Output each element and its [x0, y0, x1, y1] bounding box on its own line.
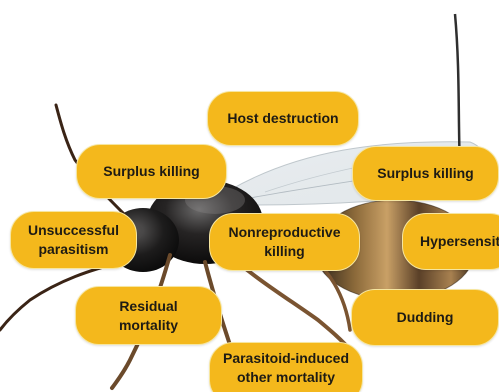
- label-dudding: Dudding: [351, 289, 499, 346]
- label-unsuccessful-parasitism: Unsuccessful parasitism: [10, 211, 137, 269]
- label-hypersensitivity: Hypersensit: [402, 213, 499, 270]
- label-surplus-killing-right: Surplus killing: [352, 146, 499, 201]
- label-host-destruction: Host destruction: [207, 91, 359, 146]
- label-residual-mortality: Residual mortality: [75, 286, 222, 345]
- label-parasitoid-induced-mortality: Parasitoid-induced other mortality: [209, 342, 363, 392]
- label-nonreproductive-killing: Nonreproductive killing: [209, 213, 360, 271]
- label-surplus-killing-left: Surplus killing: [76, 144, 227, 199]
